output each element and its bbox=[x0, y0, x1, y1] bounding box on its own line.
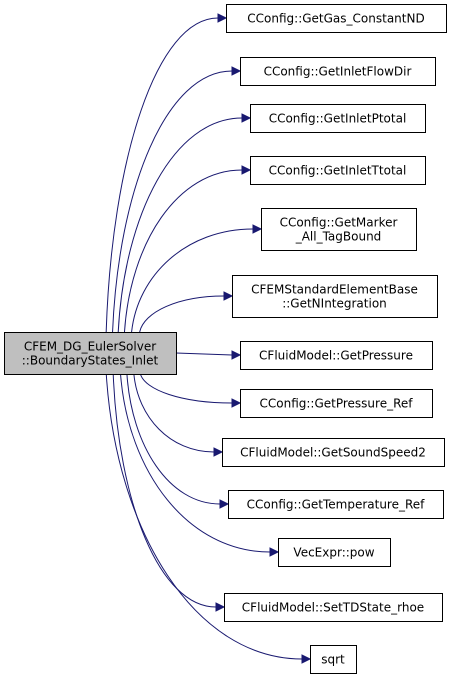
node-get-pressure-ref-box bbox=[240, 389, 433, 418]
node-set-td-state-rhoe[interactable]: CFluidModel::SetTDState_rhoe bbox=[224, 593, 443, 622]
node-sqrt-label-line: sqrt bbox=[321, 653, 345, 667]
root-node-label-line: CFEM_DG_EulerSolver bbox=[24, 340, 156, 354]
node-get-inlet-flow-dir-box bbox=[240, 57, 436, 86]
arrowhead bbox=[269, 547, 280, 557]
arrowhead bbox=[219, 499, 230, 509]
node-get-inlet-ttotal-box bbox=[250, 156, 426, 185]
node-get-marker-all-tagbound-label-line: _All_TagBound bbox=[295, 230, 382, 244]
node-get-gas-constant-nd[interactable]: CConfig::GetGas_ConstantND bbox=[226, 4, 447, 33]
node-get-inlet-ptotal-box bbox=[250, 104, 426, 133]
node-sqrt-box bbox=[310, 645, 357, 674]
node-get-inlet-flow-dir[interactable]: CConfig::GetInletFlowDir bbox=[240, 57, 436, 86]
call-nodes: CFEM_DG_EulerSolver::BoundaryStates_Inle… bbox=[4, 4, 447, 674]
node-get-gas-constant-nd-label-line: CConfig::GetGas_ConstantND bbox=[247, 12, 424, 26]
edge-to-get-temperature-ref bbox=[126, 373, 221, 505]
node-set-td-state-rhoe-box bbox=[224, 593, 443, 622]
node-get-sound-speed2[interactable]: CFluidModel::GetSoundSpeed2 bbox=[222, 438, 445, 467]
root-node-box bbox=[4, 332, 177, 375]
node-get-inlet-ttotal[interactable]: CConfig::GetInletTtotal bbox=[250, 156, 426, 185]
node-get-pressure-ref-label-line: CConfig::GetPressure_Ref bbox=[260, 397, 414, 411]
edge-to-get-inlet-ttotal bbox=[123, 169, 243, 333]
edge-to-set-td-state-rhoe bbox=[112, 373, 217, 608]
arrowhead bbox=[231, 350, 242, 360]
node-vecexpr-pow-label-line: VecExpr::pow bbox=[293, 546, 374, 560]
node-get-temperature-ref[interactable]: CConfig::GetTemperature_Ref bbox=[228, 490, 444, 519]
edge-to-get-marker-all-tagbound bbox=[131, 228, 254, 333]
arrowhead bbox=[301, 654, 312, 664]
arrowhead bbox=[231, 398, 242, 408]
arrowhead bbox=[231, 66, 242, 76]
call-edges bbox=[105, 13, 312, 664]
node-get-gas-constant-nd-box bbox=[226, 4, 447, 33]
arrowhead bbox=[217, 13, 228, 23]
edge-to-get-inlet-flow-dir bbox=[112, 70, 233, 333]
node-get-pressure[interactable]: CFluidModel::GetPressure bbox=[240, 341, 433, 370]
edge-to-get-pressure-ref bbox=[139, 373, 233, 404]
node-get-n-integration-label-line: CFEMStandardElementBase bbox=[251, 283, 418, 297]
edge-to-get-inlet-ptotal bbox=[117, 117, 243, 333]
node-vecexpr-pow[interactable]: VecExpr::pow bbox=[278, 538, 391, 567]
node-get-pressure-label-line: CFluidModel::GetPressure bbox=[259, 349, 413, 363]
node-get-temperature-ref-box bbox=[228, 490, 444, 519]
edge-to-get-sound-speed2 bbox=[133, 373, 215, 453]
node-get-n-integration-box bbox=[232, 275, 438, 318]
node-set-td-state-rhoe-label-line: CFluidModel::SetTDState_rhoe bbox=[242, 601, 424, 615]
node-get-n-integration[interactable]: CFEMStandardElementBase::GetNIntegration bbox=[232, 275, 438, 318]
arrowhead bbox=[213, 447, 224, 457]
node-sqrt[interactable]: sqrt bbox=[310, 645, 357, 674]
node-get-pressure-box bbox=[240, 341, 433, 370]
arrowhead bbox=[241, 113, 252, 123]
node-get-inlet-ptotal-label-line: CConfig::GetInletPtotal bbox=[269, 112, 407, 126]
arrowhead bbox=[241, 165, 252, 175]
edge-to-get-pressure bbox=[175, 352, 233, 356]
node-get-inlet-ptotal[interactable]: CConfig::GetInletPtotal bbox=[250, 104, 426, 133]
edge-to-get-n-integration bbox=[139, 295, 225, 333]
arrowhead bbox=[215, 602, 226, 612]
node-get-inlet-ttotal-label-line: CConfig::GetInletTtotal bbox=[269, 164, 407, 178]
node-vecexpr-pow-box bbox=[278, 538, 391, 567]
node-get-pressure-ref[interactable]: CConfig::GetPressure_Ref bbox=[240, 389, 433, 418]
node-get-inlet-flow-dir-label-line: CConfig::GetInletFlowDir bbox=[264, 65, 412, 79]
edge-to-get-gas-constant-nd bbox=[105, 17, 219, 333]
arrowhead bbox=[252, 224, 263, 234]
node-get-marker-all-tagbound[interactable]: CConfig::GetMarker_All_TagBound bbox=[261, 208, 417, 251]
node-get-sound-speed2-label-line: CFluidModel::GetSoundSpeed2 bbox=[240, 446, 426, 460]
node-get-marker-all-tagbound-label-line: CConfig::GetMarker bbox=[280, 216, 398, 230]
node-get-marker-all-tagbound-box bbox=[261, 208, 417, 251]
arrowhead bbox=[223, 291, 234, 301]
edge-to-sqrt bbox=[105, 373, 303, 660]
root-node-label-line: ::BoundaryStates_Inlet bbox=[22, 354, 159, 368]
root-node[interactable]: CFEM_DG_EulerSolver::BoundaryStates_Inle… bbox=[4, 332, 177, 375]
edge-to-vecexpr-pow bbox=[120, 373, 271, 553]
node-get-temperature-ref-label-line: CConfig::GetTemperature_Ref bbox=[247, 498, 426, 512]
node-get-n-integration-label-line: ::GetNIntegration bbox=[282, 297, 387, 311]
node-get-sound-speed2-box bbox=[222, 438, 445, 467]
